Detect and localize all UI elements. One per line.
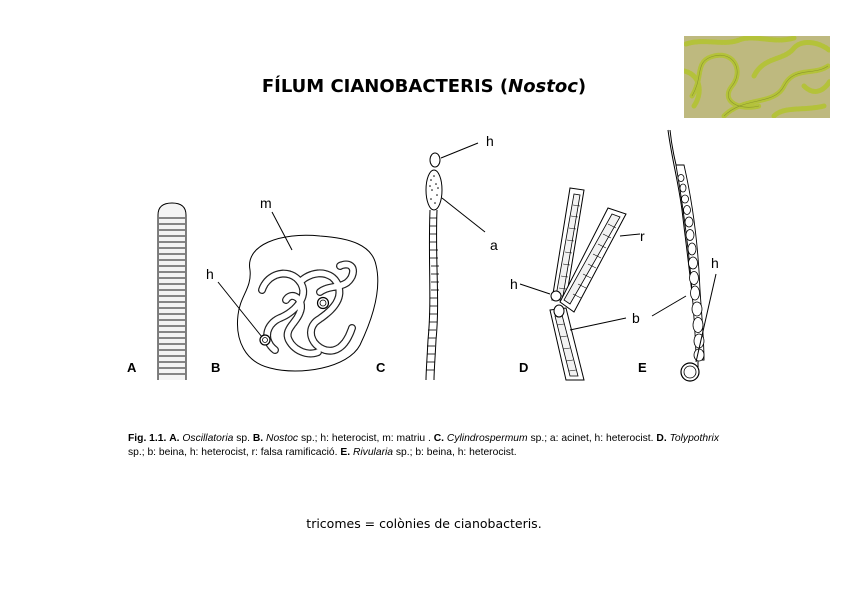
tolypothrix-filament: [519, 187, 641, 381]
label-e-h: h: [711, 255, 719, 271]
figure-caption: Fig. 1.1. A. Oscillatoria sp. B. Nostoc …: [128, 432, 728, 460]
footer-note: tricomes = colònies de cianobacteris.: [306, 516, 542, 531]
label-d-r: r: [640, 228, 645, 244]
oscillatoria-trichome: [157, 202, 187, 380]
label-b-m: m: [260, 195, 272, 211]
title-suffix: ): [577, 76, 587, 97]
title-prefix: FÍLUM CIANOBACTERIS (: [261, 76, 509, 97]
caption-c-rest: sp.; a: acinet, h: heterocist.: [527, 433, 654, 444]
nostoc-colony: [217, 211, 379, 372]
panel-letter-d: D: [519, 360, 528, 375]
caption-d-letter: D.: [656, 433, 667, 444]
caption-c-genus: Cylindrospermum: [446, 433, 528, 444]
label-d-h: h: [510, 276, 518, 292]
caption-b-letter: B.: [252, 433, 264, 444]
caption-d-rest: sp.; b: beina, h: heterocist, r: falsa r…: [128, 447, 338, 458]
label-d-b: b: [632, 310, 640, 326]
label-c-a: a: [490, 237, 498, 253]
caption-e-genus: Rivularia: [352, 447, 394, 458]
caption-fig-number: Fig. 1.1.: [128, 433, 167, 444]
title-genus: Nostoc: [508, 76, 578, 97]
caption-e-rest: sp.; b: beina, h: heterocist.: [393, 447, 517, 458]
rivularia-trichome: [651, 129, 717, 382]
caption-b-genus: Nostoc: [266, 433, 299, 444]
nostoc-micrograph: [684, 36, 830, 118]
cyanobacteria-figure: A m h B: [127, 129, 719, 382]
panel-letter-b: B: [211, 360, 220, 375]
cylindrospermum-trichome: [425, 142, 486, 381]
label-c-h: h: [486, 133, 494, 149]
caption-e-letter: E.: [340, 447, 351, 458]
caption-d-genus: Tolypothrix: [669, 433, 719, 444]
caption-a-genus: Oscillatoria: [182, 433, 234, 444]
panel-letter-a: A: [127, 360, 137, 375]
caption-a-rest: sp.: [233, 433, 250, 444]
page-title: FÍLUM CIANOBACTERIS (Nostoc): [0, 76, 848, 97]
label-b-h: h: [206, 266, 214, 282]
caption-b-rest: sp.; h: heterocist, m: matriu .: [298, 433, 431, 444]
caption-c-letter: C.: [433, 433, 445, 444]
panel-letter-c: C: [376, 360, 386, 375]
panel-letter-e: E: [638, 360, 647, 375]
caption-a-letter: A.: [169, 433, 180, 444]
